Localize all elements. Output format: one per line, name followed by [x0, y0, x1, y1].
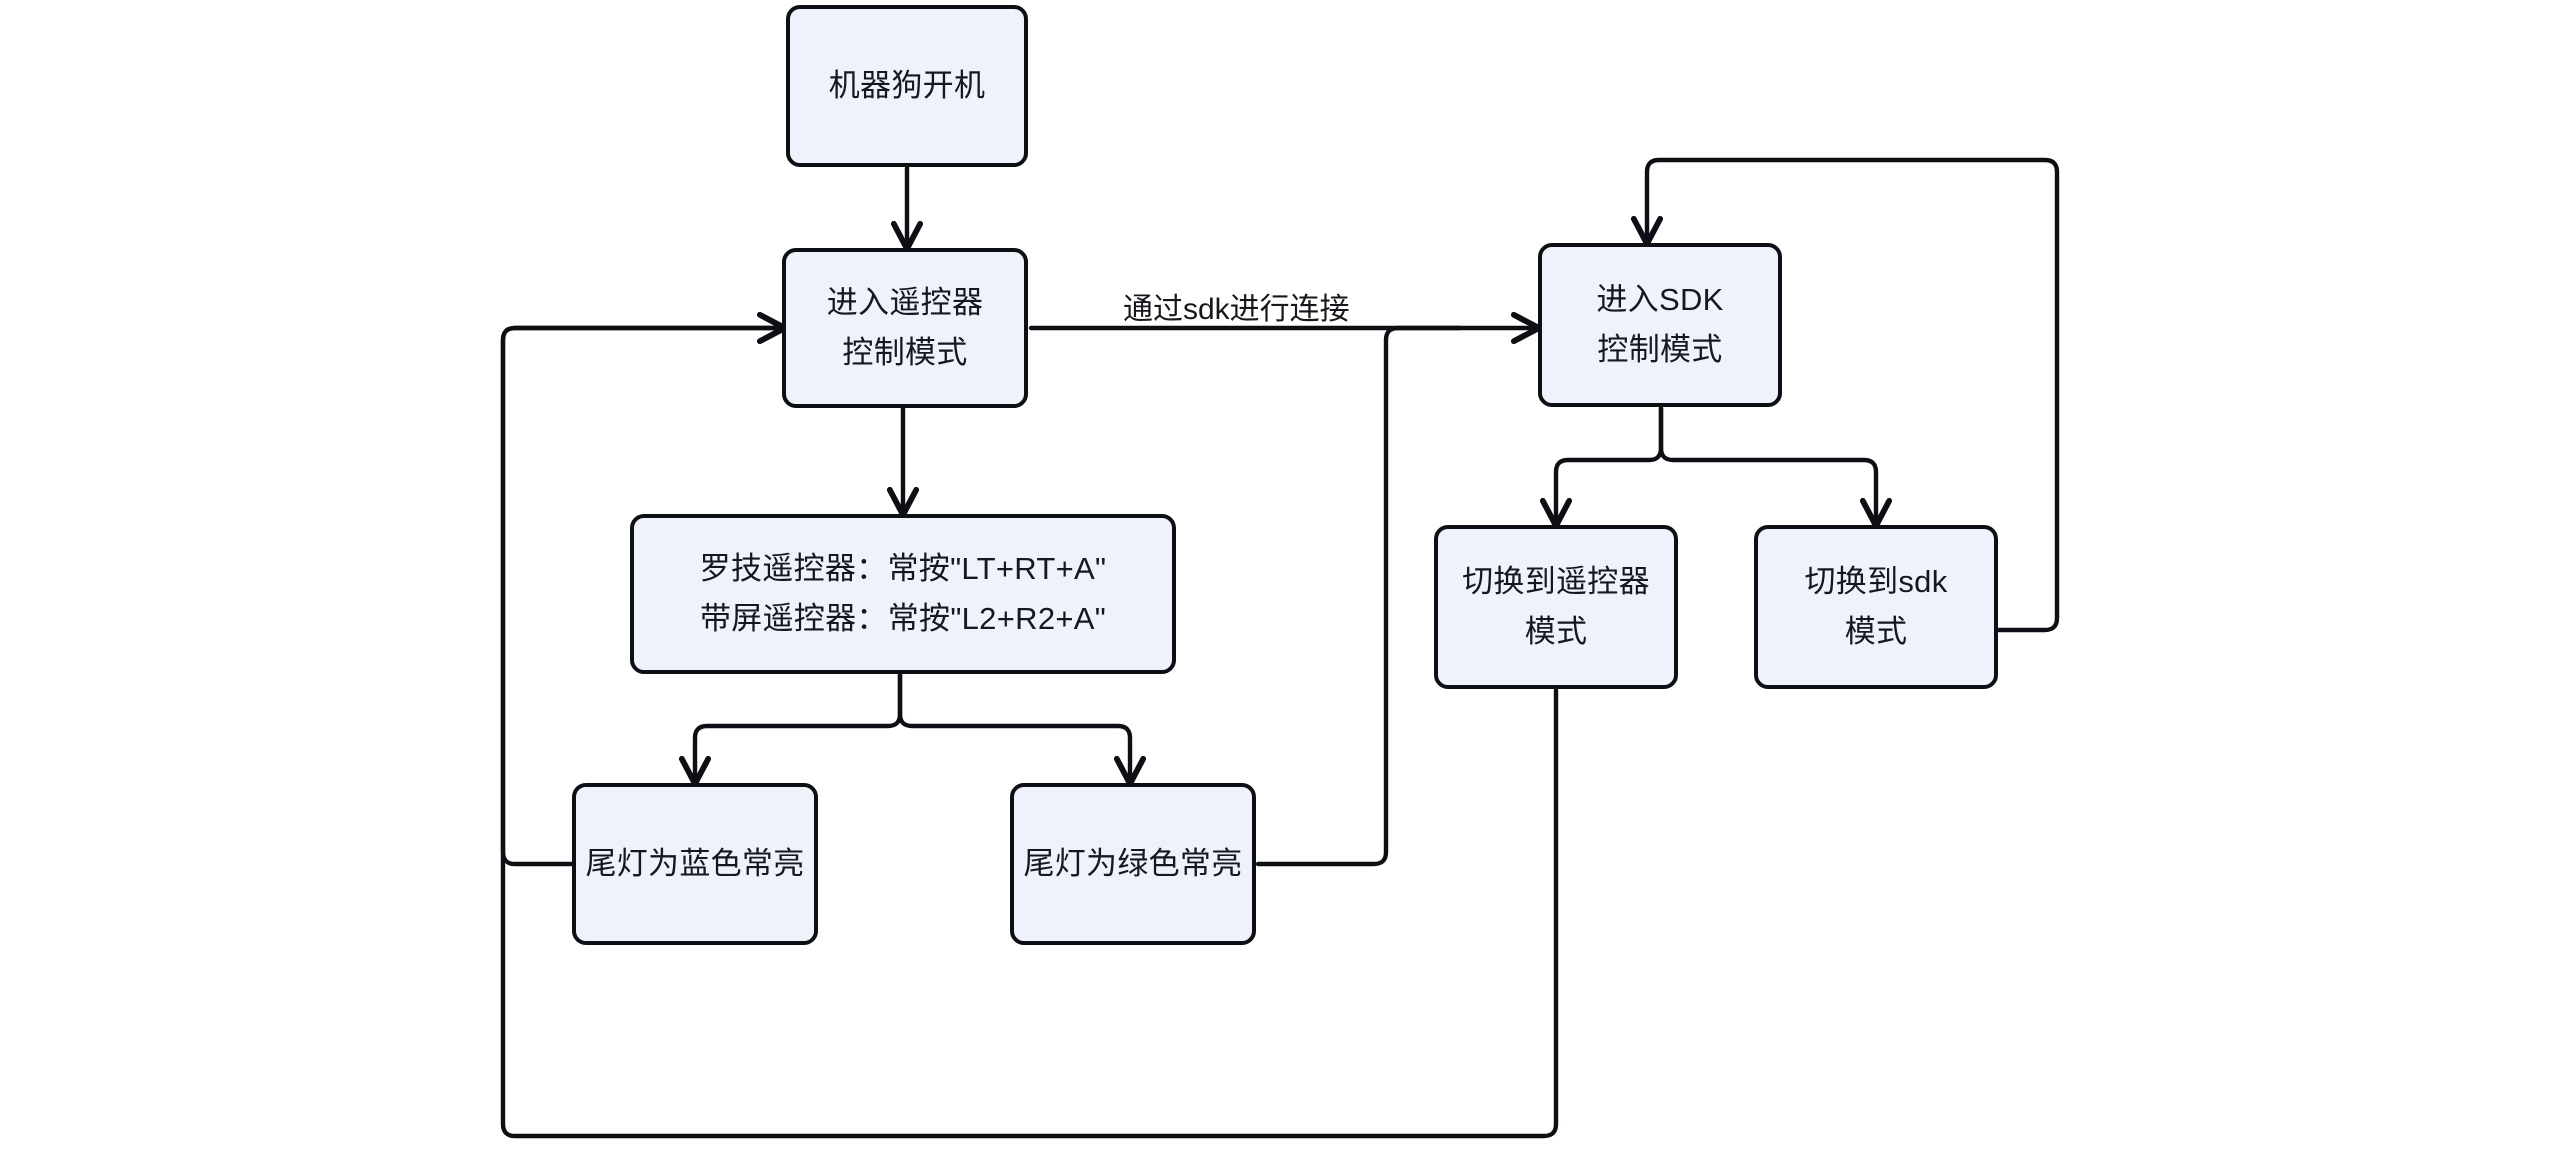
node-switch-sdk[interactable]: 切换到sdk 模式 [1754, 525, 1998, 689]
edge-switch-remote-to-remote-mode [500, 325, 1559, 1139]
node-tail-blue-label: 尾灯为蓝色常亮 [585, 845, 805, 881]
node-switch-remote-label: 切换到遥控器 模式 [1462, 563, 1650, 649]
edge-label-sdk-connect: 通过sdk进行连接 [1123, 293, 1350, 326]
node-switch-sdk-label: 切换到sdk 模式 [1804, 563, 1948, 649]
node-switch-remote[interactable]: 切换到遥控器 模式 [1434, 525, 1678, 689]
node-tail-green[interactable]: 尾灯为绿色常亮 [1010, 783, 1256, 945]
node-tail-green-label: 尾灯为绿色常亮 [1023, 845, 1243, 881]
node-key-combo[interactable]: 罗技遥控器：常按"LT+RT+A" 带屏遥控器：常按"L2+R2+A" [630, 514, 1176, 674]
edge-sdk-mode-to-switch-sdk [1658, 405, 1876, 523]
node-remote-mode[interactable]: 进入遥控器 控制模式 [782, 248, 1028, 408]
node-remote-mode-label: 进入遥控器 控制模式 [826, 284, 984, 370]
node-tail-blue[interactable]: 尾灯为蓝色常亮 [572, 783, 818, 945]
node-sdk-mode[interactable]: 进入SDK 控制模式 [1538, 243, 1782, 407]
node-key-combo-label: 罗技遥控器：常按"LT+RT+A" 带屏遥控器：常按"L2+R2+A" [699, 550, 1107, 636]
node-sdk-mode-label: 进入SDK 控制模式 [1596, 281, 1724, 367]
edge-key-combo-to-tail-blue [695, 672, 903, 781]
edge-tail-green-to-sdk-mode [1255, 325, 1463, 867]
edge-sdk-mode-to-switch-remote [1556, 405, 1664, 523]
edge-switch-sdk-to-sdk-mode [1647, 157, 2060, 633]
node-power-on-label: 机器狗开机 [828, 67, 986, 103]
edge-key-combo-to-tail-green [897, 672, 1130, 781]
node-power-on[interactable]: 机器狗开机 [786, 5, 1028, 167]
